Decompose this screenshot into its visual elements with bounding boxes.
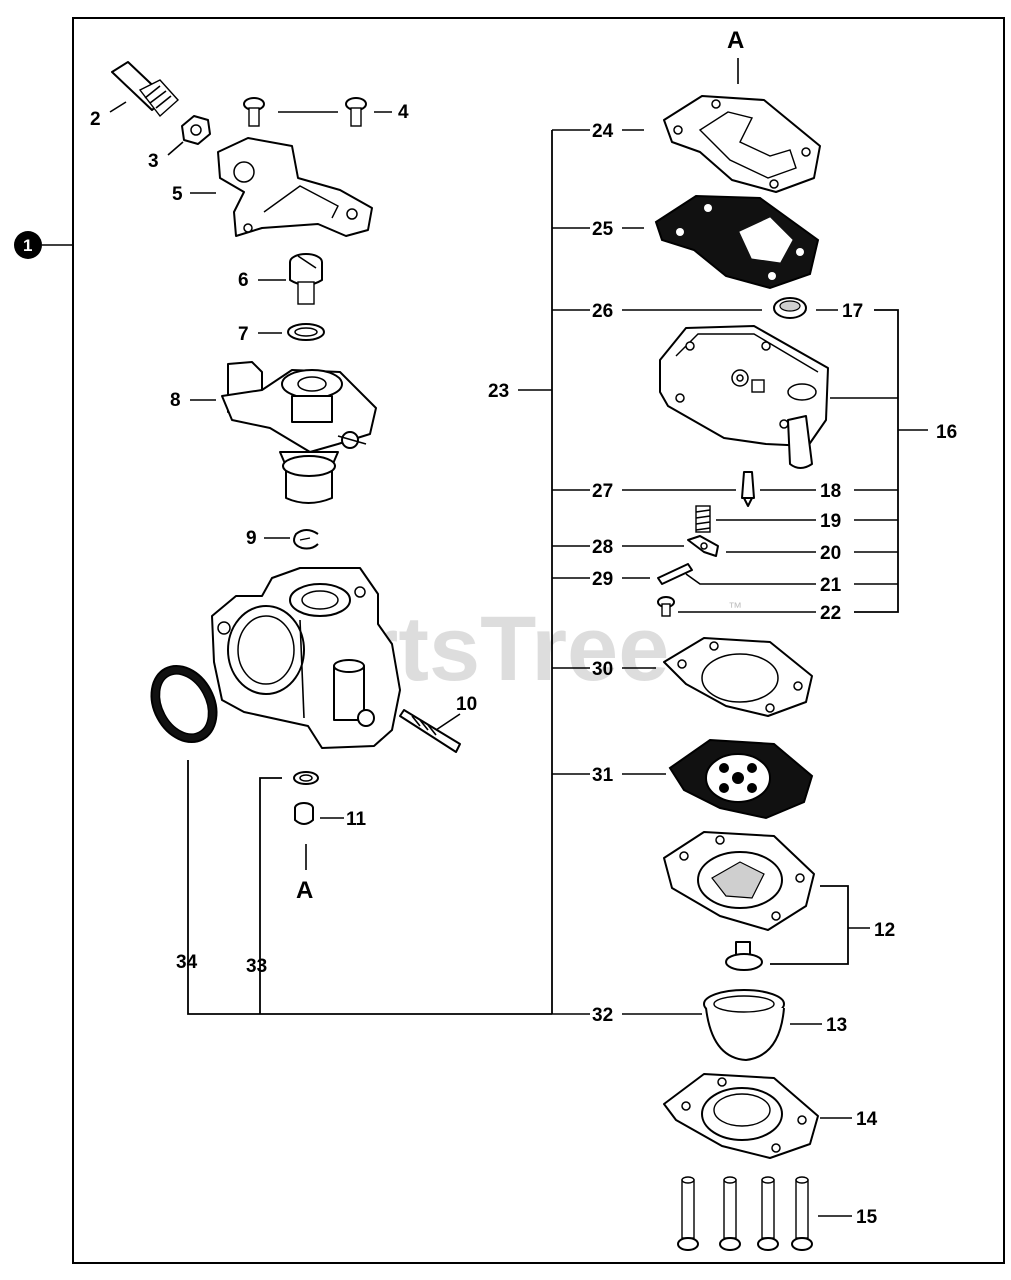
part-13-primer-bulb[interactable] [703, 989, 785, 1061]
part-21-pin[interactable] [657, 563, 693, 585]
part-12-check-valve[interactable] [725, 941, 763, 971]
label-3: 3 [148, 151, 159, 172]
label-12: 12 [874, 920, 895, 941]
label-23: 23 [488, 381, 509, 402]
part-20-control-lever[interactable] [687, 535, 719, 557]
part-24-gasket[interactable] [663, 95, 821, 193]
label-29: 29 [592, 569, 613, 590]
part-10-needle[interactable] [399, 709, 461, 753]
label-2: 2 [90, 109, 101, 130]
label-17: 17 [842, 301, 863, 322]
label-22: 22 [820, 603, 841, 624]
part-8-throttle-body[interactable] [221, 361, 377, 504]
part-31-metering-diaphragm[interactable] [668, 738, 814, 820]
label-9: 9 [246, 528, 257, 549]
label-30: 30 [592, 659, 613, 680]
assembly-badge[interactable]: 1 [14, 231, 42, 259]
label-14: 14 [856, 1109, 878, 1130]
label-19: 19 [820, 511, 841, 532]
part-5-bracket[interactable] [217, 137, 373, 237]
part-25-diaphragm[interactable] [654, 194, 820, 290]
label-13: 13 [826, 1015, 847, 1036]
part-34-gasket-ring[interactable] [139, 655, 230, 754]
label-25: 25 [592, 219, 614, 240]
section-mark-top: A [727, 27, 744, 54]
part-4-screw-a[interactable] [243, 97, 265, 127]
svg-text:1: 1 [23, 236, 32, 255]
label-5: 5 [172, 184, 183, 205]
label-27: 27 [592, 481, 613, 502]
section-mark-bottom: A [296, 877, 313, 904]
part-18-inlet-needle[interactable] [741, 471, 755, 507]
label-26: 26 [592, 301, 613, 322]
label-16: 16 [936, 422, 957, 443]
label-18: 18 [820, 481, 841, 502]
label-28: 28 [592, 537, 613, 558]
label-11: 11 [346, 809, 367, 830]
label-32: 32 [592, 1005, 613, 1026]
part-30-gasket[interactable] [663, 637, 813, 717]
pump-body-housing[interactable] [659, 325, 829, 469]
part-11-plug[interactable] [294, 802, 314, 825]
watermark-tm: ™ [728, 599, 742, 615]
part-15-screw-4[interactable] [791, 1176, 813, 1251]
part-15-screw-1[interactable] [677, 1176, 699, 1251]
label-33: 33 [246, 956, 267, 977]
label-21: 21 [820, 575, 842, 596]
label-20: 20 [820, 543, 841, 564]
part-6-throttle-shaft[interactable] [289, 253, 323, 305]
part-9-e-clip[interactable] [293, 529, 319, 550]
label-6: 6 [238, 270, 249, 291]
part-14-primer-cover[interactable] [663, 1073, 819, 1159]
label-34: 34 [176, 952, 198, 973]
part-3-nut[interactable] [181, 115, 211, 145]
diagram-frame [72, 17, 1005, 1264]
part-7-o-ring[interactable] [287, 323, 325, 341]
part-12-metering-cover[interactable] [663, 831, 815, 931]
part-4-screw-b[interactable] [345, 97, 367, 127]
part-22-screw[interactable] [657, 596, 675, 617]
label-7: 7 [238, 324, 249, 345]
part-15-screw-2[interactable] [719, 1176, 741, 1251]
part-15-screw-3[interactable] [757, 1176, 779, 1251]
label-8: 8 [170, 390, 181, 411]
part-33-small-o-ring[interactable] [293, 771, 319, 785]
part-17-filter-screen[interactable] [773, 297, 807, 319]
label-31: 31 [592, 765, 614, 786]
part-19-spring[interactable] [695, 505, 711, 533]
label-10: 10 [456, 694, 477, 715]
label-24: 24 [592, 121, 614, 142]
label-4: 4 [398, 102, 409, 123]
label-15: 15 [856, 1207, 878, 1228]
carburetor-main-body[interactable] [211, 567, 401, 749]
part-2-adjusting-screw[interactable] [111, 61, 179, 118]
